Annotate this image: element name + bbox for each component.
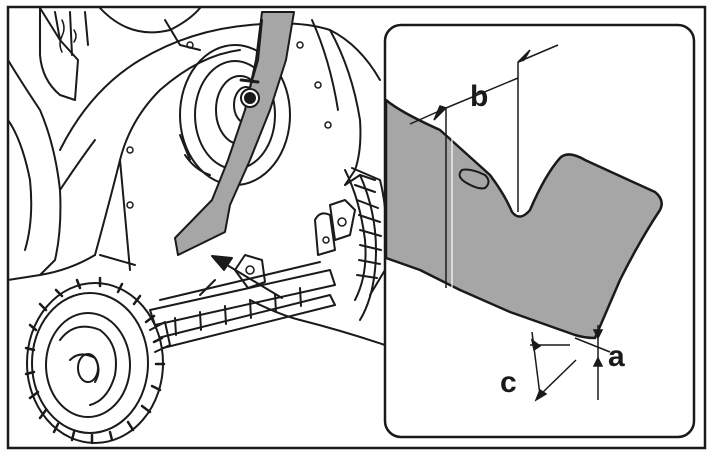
mounting-arrow	[211, 255, 283, 299]
callout-a: a	[608, 340, 625, 373]
mower-scene	[7, 7, 388, 445]
dimension-b	[409, 44, 559, 288]
engine-housing	[39, 7, 201, 101]
mower-blade-installed	[174, 11, 295, 256]
blade-closeup	[384, 98, 663, 340]
front-wheel-left	[24, 276, 171, 445]
callout-c: c	[500, 366, 517, 399]
mower-deck	[7, 19, 386, 346]
callout-b: b	[470, 80, 488, 113]
dimension-c	[530, 331, 577, 402]
blade-slot	[458, 168, 490, 190]
dimension-a	[574, 325, 611, 400]
blade-detail-inset: b a c	[383, 23, 696, 439]
